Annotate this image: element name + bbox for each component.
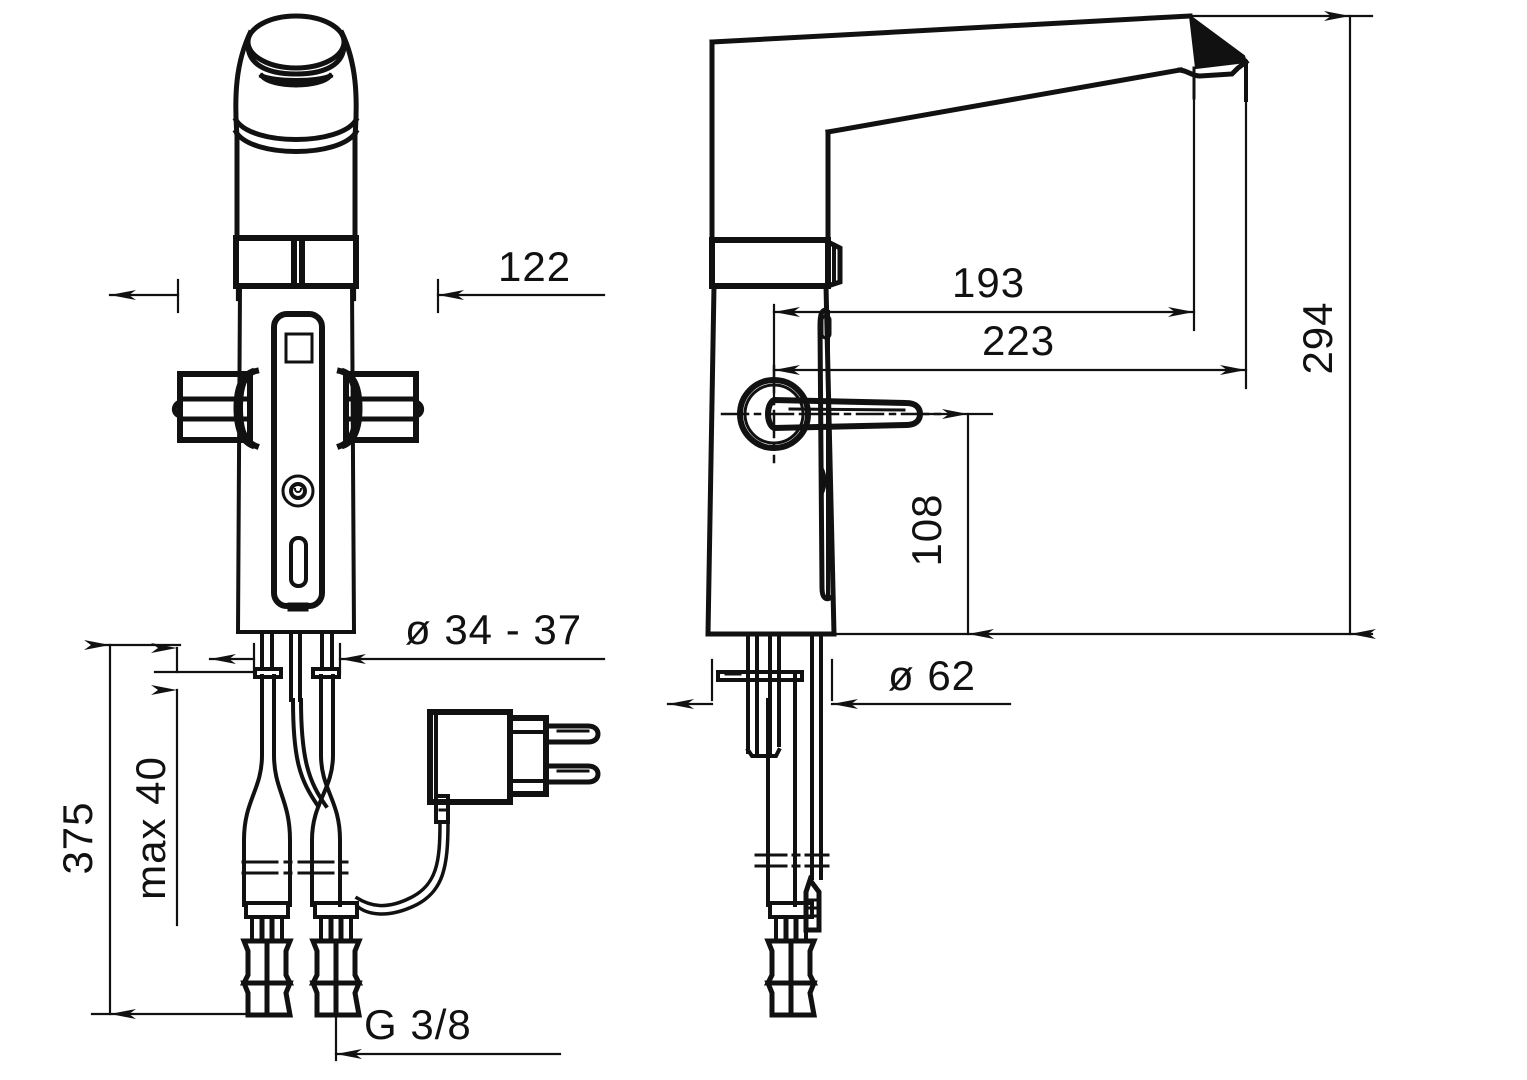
adapter-strain-relief bbox=[434, 794, 450, 824]
dim-375-label: 375 bbox=[54, 801, 101, 874]
supply-hose-right bbox=[290, 674, 342, 907]
dim-108-label: 108 bbox=[903, 493, 950, 566]
collar-ring bbox=[233, 235, 359, 289]
dim-g38-geometry bbox=[334, 1013, 562, 1062]
dim-108-geometry bbox=[918, 409, 994, 639]
dim-193-geometry bbox=[772, 66, 1196, 406]
spout-arm bbox=[709, 13, 1193, 243]
left-lever-end bbox=[171, 367, 260, 450]
dim-122-geometry bbox=[108, 278, 606, 314]
sensor-strip-side bbox=[817, 307, 834, 602]
g38-nut-left bbox=[239, 901, 295, 1018]
dim-193-label: 193 bbox=[952, 259, 1025, 306]
lever-handle bbox=[765, 396, 924, 432]
supply-hose-left bbox=[242, 674, 292, 907]
hose-centerline bbox=[241, 860, 350, 875]
dimension-labels: 122 ø 34 - 37 375 max 40 G 3/8 193 223 2… bbox=[54, 243, 1341, 1048]
side-view bbox=[705, 13, 1250, 1018]
dim-34-37-geometry bbox=[208, 642, 606, 676]
front-view bbox=[171, 13, 601, 1018]
dim-g38-label: G 3/8 bbox=[364, 1001, 472, 1048]
dim-max40-geometry bbox=[151, 643, 258, 927]
dim-223-geometry bbox=[772, 60, 1248, 390]
adapter-pins bbox=[543, 723, 601, 785]
dimension-lines bbox=[84, 11, 1376, 1062]
dim-62-geometry bbox=[666, 658, 1012, 709]
supply-hose-side bbox=[766, 670, 797, 907]
power-adapter bbox=[427, 709, 601, 824]
screw-cap bbox=[281, 474, 315, 508]
dim-34-37-label: ø 34 - 37 bbox=[405, 606, 582, 653]
dim-62-label: ø 62 bbox=[888, 652, 976, 699]
display-window bbox=[284, 332, 314, 364]
dim-294-label: 294 bbox=[1294, 301, 1341, 374]
body-cone-front bbox=[235, 283, 357, 635]
dim-max40-label: max 40 bbox=[127, 756, 174, 900]
dim-294-geometry bbox=[832, 11, 1376, 639]
spout-cap bbox=[245, 13, 347, 88]
body-cone-side bbox=[705, 283, 837, 637]
mounting-shank-side bbox=[716, 634, 823, 880]
right-lever-end bbox=[336, 367, 425, 450]
dim-223-label: 223 bbox=[982, 317, 1055, 364]
dim-122-label: 122 bbox=[498, 243, 571, 290]
g38-nut-right bbox=[308, 901, 364, 1018]
adapter-cable bbox=[354, 820, 450, 916]
sensor-slot bbox=[289, 536, 308, 588]
hose-centerline-side bbox=[754, 853, 830, 868]
mounting-shank-front bbox=[253, 632, 341, 702]
spout-body bbox=[232, 29, 360, 241]
spout-tip bbox=[1177, 13, 1250, 102]
g38-nut-side bbox=[763, 901, 819, 1018]
collar-ring-side bbox=[709, 237, 843, 290]
sensor-panel bbox=[271, 311, 325, 612]
